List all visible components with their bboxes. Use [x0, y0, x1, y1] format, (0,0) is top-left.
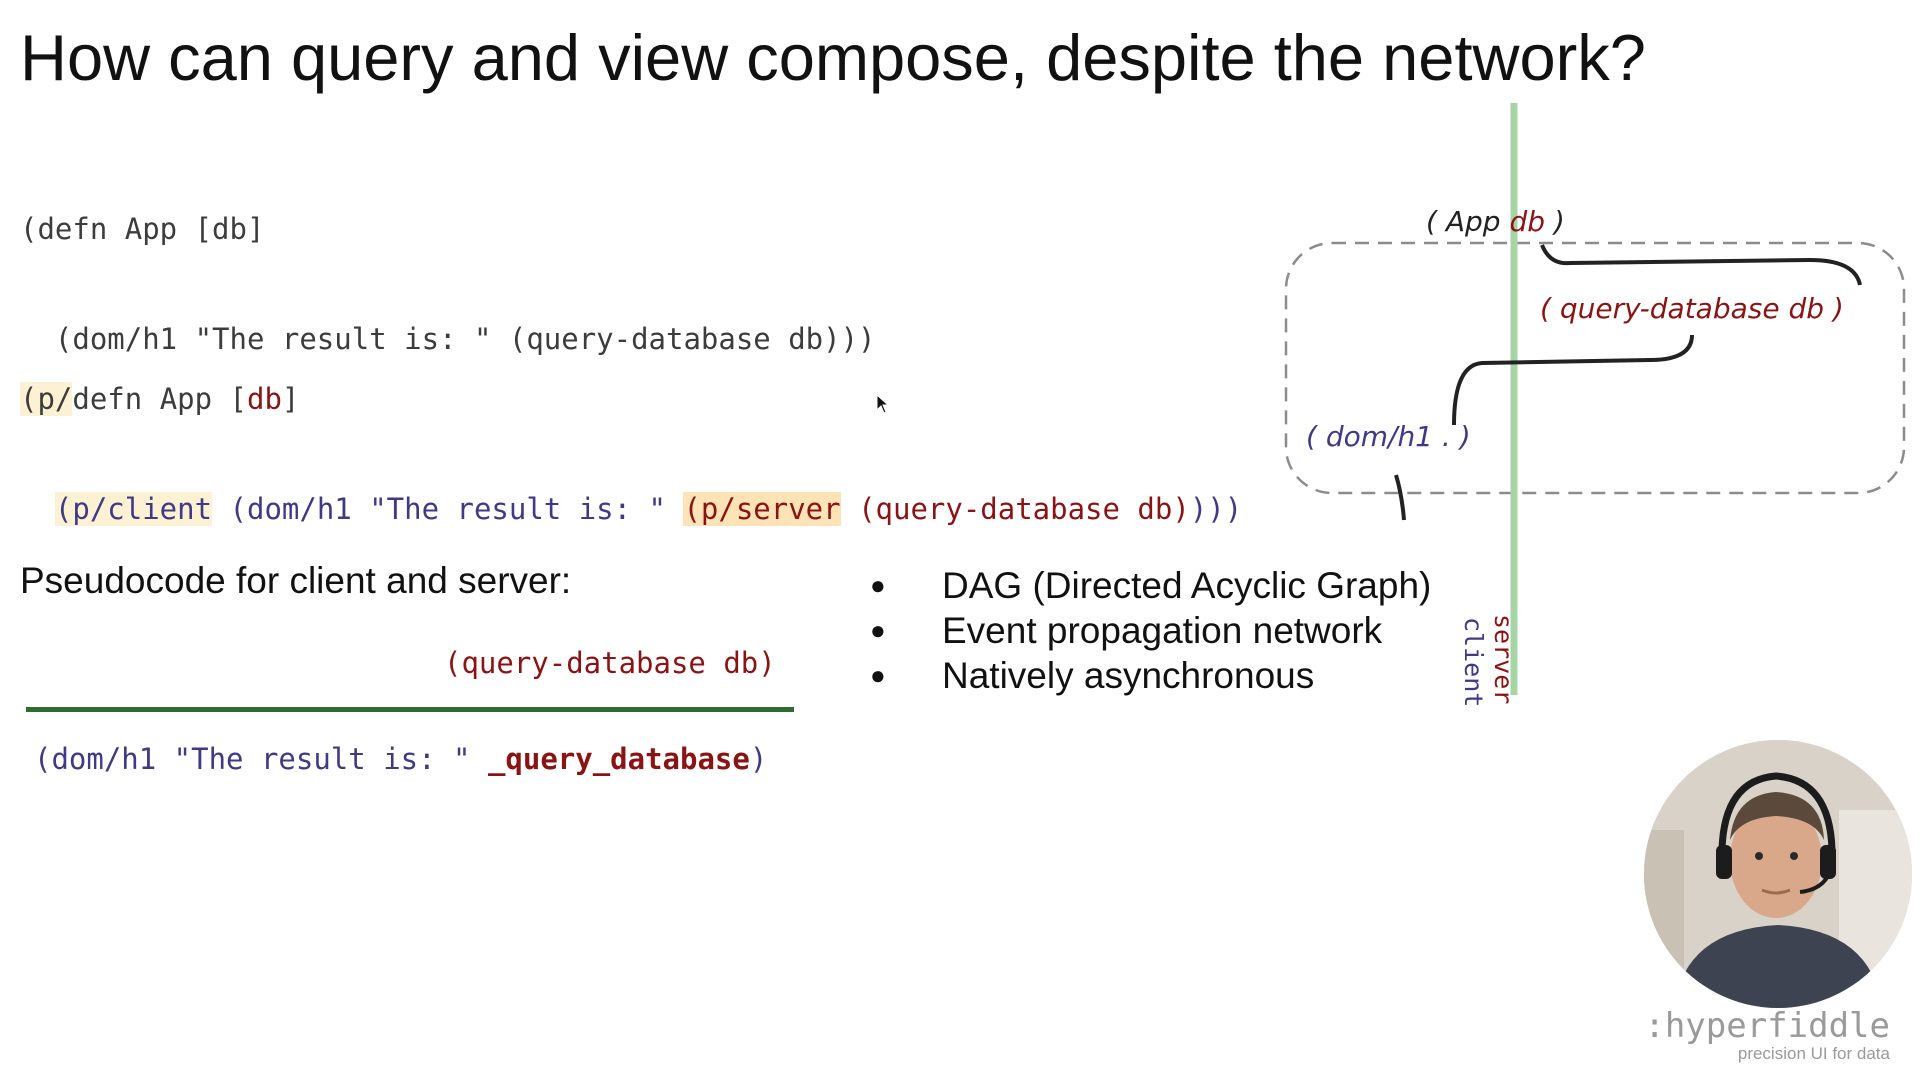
- code-token-db: db: [247, 381, 282, 416]
- bullet-item: DAG (Directed Acyclic Graph): [870, 563, 1431, 608]
- app-node-label: ( App: [1426, 205, 1501, 238]
- app-node-close: ): [1544, 205, 1565, 238]
- code-line: (p/client (dom/h1 "The result is: " (p/s…: [20, 491, 1243, 527]
- code-token-query: (query-database db): [840, 491, 1190, 526]
- code-token: (dom/h1 "The result is: ": [34, 742, 488, 776]
- bullet-item: Event propagation network: [870, 608, 1431, 653]
- edge-query-to-dom: [1452, 334, 1694, 426]
- slide-title: How can query and view compose, despite …: [20, 21, 1646, 94]
- edge-dom-out: [1394, 474, 1406, 521]
- code-block-plain: (defn App [db] (dom/h1 "The result is: "…: [20, 142, 876, 392]
- brand: :hyperfiddle precision UI for data: [1644, 1006, 1890, 1064]
- brand-tagline: precision UI for data: [1737, 1044, 1890, 1063]
- code-line: (dom/h1 "The result is: " (query-databas…: [20, 321, 876, 356]
- code-token: defn App [: [72, 381, 247, 416]
- code-token-dom: (dom/h1 "The result is: ": [212, 491, 684, 526]
- presenter-avatar: [1644, 740, 1912, 1008]
- dom-node: ( dom/h1 . ): [1306, 420, 1471, 453]
- code-token: ]: [281, 381, 300, 416]
- presenter-icon: [1644, 740, 1912, 1008]
- query-node: ( query-database db ): [1540, 292, 1844, 325]
- bullet-list: DAG (Directed Acyclic Graph) Event propa…: [870, 563, 1431, 698]
- app-boundary-box: [1284, 241, 1906, 495]
- code-block-photon: (p/defn App [db] (p/client (dom/h1 "The …: [20, 312, 1242, 562]
- code-indent: [20, 492, 55, 526]
- network-diagram: [1284, 103, 1906, 695]
- bullet-item: Natively asynchronous: [870, 653, 1431, 698]
- p-client-token: (p/client: [54, 491, 213, 526]
- client-server-divider: [26, 707, 794, 712]
- pseudocode-server-code: (query-database db): [444, 646, 776, 680]
- app-node: ( App db ): [1426, 205, 1565, 238]
- code-line: (p/defn App [db]: [20, 381, 1242, 417]
- server-label: server: [1489, 614, 1518, 705]
- p-prefix: (p/: [20, 381, 73, 416]
- client-label: client: [1459, 617, 1488, 708]
- code-line: (defn App [db]: [20, 211, 265, 246]
- app-node-db: db: [1509, 205, 1545, 238]
- code-token-close: ))): [1189, 491, 1243, 526]
- mouse-cursor-icon: [876, 394, 890, 414]
- pseudocode-client-code: (dom/h1 "The result is: " _query_databas…: [34, 742, 767, 777]
- code-token: ): [749, 742, 768, 776]
- edge-app-to-query: [1540, 244, 1862, 286]
- pseudocode-label: Pseudocode for client and server:: [20, 560, 572, 601]
- code-token-var: _query_database: [487, 742, 750, 776]
- brand-name: :hyperfiddle: [1644, 1006, 1890, 1046]
- p-server-token: (p/server: [683, 491, 841, 526]
